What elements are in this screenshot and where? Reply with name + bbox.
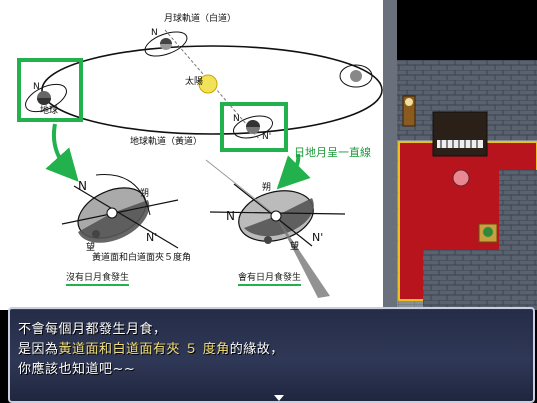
dialog-line-2: 是因為黃道面和白道面有夾 ５ 度角的緣故， (18, 341, 284, 359)
sun-icon (198, 74, 218, 94)
full-moon-right: 望 (290, 242, 300, 252)
eclipse-diagram: 月球軌道（白道） 太陽 地球 地球軌道（黃道） 日地月呈一直線 N N N N'… (0, 0, 383, 310)
node-n-top: N (151, 28, 158, 38)
highlight-frame-right (220, 102, 288, 152)
dialog-line-2-pre: 是因為 (18, 342, 59, 357)
node-n-detail-left: N (78, 179, 87, 193)
caption-eclipse: 會有日月食發生 (238, 270, 302, 286)
orbit-diagram-graphic (17, 29, 383, 298)
sun-label: 太陽 (185, 77, 204, 87)
alignment-label: 日地月呈一直線 (294, 146, 371, 159)
moon-orbit-right (339, 64, 373, 88)
moon-orbit-label: 月球軌道（白道） (164, 14, 237, 24)
arrow-right (276, 153, 311, 190)
moon-orbit-bottom (233, 115, 273, 139)
dialog-highlight: 黃道面和白道面有夾 ５ 度角 (58, 342, 230, 357)
inclination-note: 黃道面和白道面夾５度角 (92, 253, 192, 263)
full-moon-left: 望 (86, 243, 96, 253)
piano (432, 111, 488, 157)
new-moon-right: 朔 (262, 183, 272, 193)
dialog-box[interactable]: 不會每個月都發生月食， 是因為黃道面和白道面有夾 ５ 度角的緣故， 你應該也知道… (8, 307, 535, 403)
moon-orbit-top (144, 31, 188, 57)
wall-segment (499, 170, 537, 250)
dialog-line-3: 你應該也知道吧~~ (18, 362, 136, 377)
castle-room-tiles (383, 0, 537, 310)
shadow-cone (276, 216, 330, 298)
node-n-prime-detail-right: N' (312, 231, 324, 244)
dialog-line-1: 不會每個月都發生月食， (18, 322, 167, 337)
node-n-detail-right: N (226, 209, 235, 223)
game-map (383, 0, 537, 310)
moon-orbit-left (25, 83, 67, 113)
earth-orbit-label: 地球軌道（黃道） (130, 137, 203, 147)
earth-label: 地球 (40, 106, 59, 116)
highlight-frame-left (17, 58, 83, 122)
new-moon-left: 朔 (140, 189, 150, 199)
continue-arrow-icon[interactable] (274, 395, 284, 401)
earth-orbit-ellipse (41, 45, 383, 135)
void-area (397, 0, 537, 60)
node-n-bottom: N (233, 114, 240, 124)
node-n-prime-detail-left: N' (146, 231, 158, 244)
node-n-prime-bottom: N' (262, 132, 272, 142)
dialog-line-2-post: 的緣故， (229, 342, 284, 357)
caption-no-eclipse: 沒有日月食發生 (66, 270, 130, 286)
stool (452, 169, 470, 187)
arrow-left (45, 123, 79, 182)
node-n-left: N (33, 82, 40, 92)
